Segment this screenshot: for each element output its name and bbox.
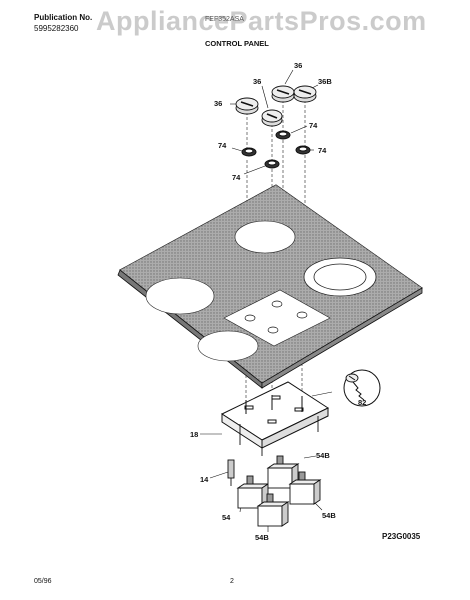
callout-knob-left: 36	[214, 99, 222, 108]
infinite-switch-icon	[236, 455, 322, 527]
control-area	[223, 289, 331, 347]
callout-switch-right-lower: 54B	[322, 511, 336, 520]
burner-front	[197, 330, 259, 362]
callout-knob-right: 36B	[318, 77, 332, 86]
diagram-code: P23G0035	[382, 532, 421, 541]
cooktop-panel	[117, 184, 423, 389]
switch-bracket	[220, 381, 330, 456]
knob-icon	[235, 85, 317, 127]
bezel-ring-icon	[241, 130, 311, 169]
callout-panel-bracket: 18	[190, 430, 198, 439]
callout-ring-far-right: 74	[318, 146, 327, 155]
page-number: 2	[230, 578, 234, 585]
burner-right-inner	[313, 263, 367, 291]
publication-label: Publication No.	[34, 13, 93, 22]
callout-switch-bottom: 54B	[255, 533, 269, 542]
callout-ring-left: 74	[218, 141, 227, 150]
callout-ring-lower: 74	[232, 173, 241, 182]
callout-ring-right-upper: 74	[309, 121, 318, 130]
burner-rear	[234, 220, 296, 254]
callout-switch-right-upper: 54B	[316, 451, 330, 460]
revision-date: 05/96	[34, 578, 52, 585]
screw-icon	[343, 369, 381, 407]
callout-switch-left: 54	[222, 513, 231, 522]
publication-number: 5995282360	[34, 24, 79, 33]
callout-labels: 36 36 36 36B 74 74 74 74 82 18 14 54 54B…	[190, 61, 366, 542]
callout-knob-top: 36	[294, 61, 302, 70]
indicator-probe-icon	[227, 459, 235, 486]
callout-probe: 14	[200, 475, 209, 484]
callout-screw: 82	[358, 398, 366, 407]
model-number: FEF352ASA	[205, 16, 244, 23]
site-watermark: AppliancePartsPros.com	[96, 6, 427, 36]
section-title: CONTROL PANEL	[205, 39, 269, 48]
callout-knob-mid: 36	[253, 77, 261, 86]
burner-left	[145, 277, 215, 315]
